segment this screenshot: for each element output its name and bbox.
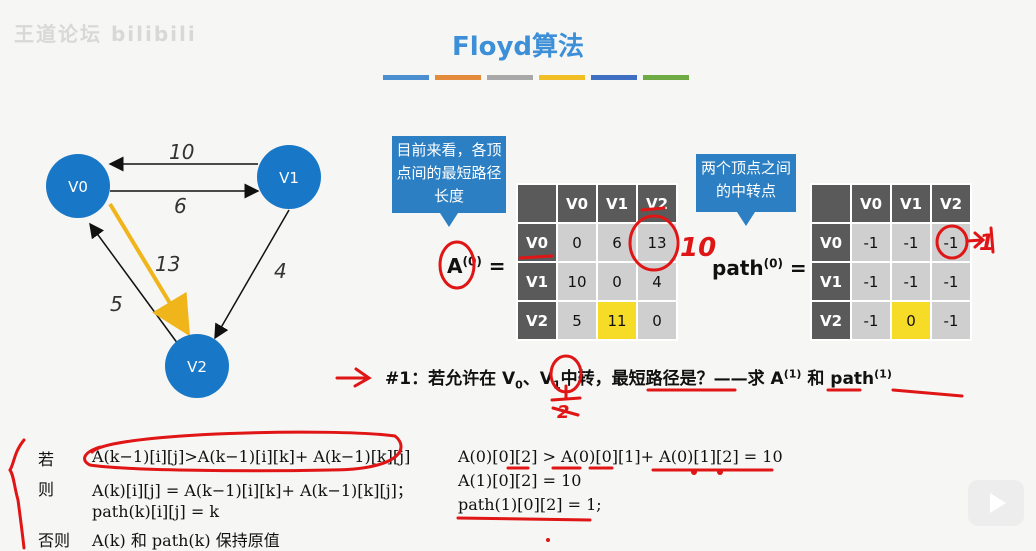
- play-icon[interactable]: [968, 480, 1024, 526]
- row-header: V0: [810, 222, 852, 263]
- slide-title: Floyd算法: [451, 32, 585, 62]
- matrix-cell-highlight: 0: [890, 300, 932, 341]
- color-bar-segment: [539, 75, 585, 80]
- calc-line-3: path(1)[0][2] = 1;: [458, 495, 602, 514]
- node-v0: [46, 154, 110, 218]
- matrix-cell: 0: [636, 300, 678, 341]
- rule-then-label: 则: [38, 480, 55, 499]
- row-header: V1: [810, 261, 852, 302]
- color-bar-segment: [643, 75, 689, 80]
- matrix-a-name: A(0) =: [447, 254, 506, 278]
- node-v2: [165, 334, 229, 398]
- rule-else-expr: A(k) 和 path(k) 保持原值: [92, 531, 280, 550]
- calc-line-2: A(1)[0][2] = 10: [458, 471, 582, 490]
- col-header: V2: [930, 183, 972, 224]
- matrix-cell: -1: [930, 261, 972, 302]
- matrix-cell: -1: [930, 222, 972, 263]
- edge-v1-v2: [214, 209, 290, 340]
- matrix-cell: -1: [850, 261, 892, 302]
- color-bar-segment: [435, 75, 481, 80]
- edge-label-10: 10: [169, 140, 194, 164]
- node-v1-label: V1: [279, 169, 299, 187]
- matrix-cell: -1: [850, 300, 892, 341]
- edge-v0-v2-highlight: [108, 202, 191, 337]
- matrix-path-name: path(0) =: [712, 256, 807, 280]
- col-header: V0: [850, 183, 892, 224]
- matrix-cell: 5: [556, 300, 598, 341]
- row-header: V0: [516, 222, 558, 263]
- col-header: V1: [890, 183, 932, 224]
- matrix-cell: 10: [556, 261, 598, 302]
- rule-else-label: 否则: [38, 531, 71, 550]
- matrix-cell-highlight: 11: [596, 300, 638, 341]
- row-header: V2: [810, 300, 852, 341]
- rule-if-expr: A(k−1)[i][j]>A(k−1)[i][k]+ A(k−1)[k][j]: [92, 447, 411, 466]
- edge-label-5: 5: [110, 292, 123, 316]
- matrix-cell: -1: [930, 300, 972, 341]
- watermark: 王道论坛 bilibili: [14, 22, 197, 46]
- matrix-cell: 13: [636, 222, 678, 263]
- matrix-cell: -1: [890, 261, 932, 302]
- color-bar: [383, 75, 689, 80]
- rule-then-expr-1: A(k)[i][j] = A(k−1)[i][k]+ A(k−1)[k][j]；: [92, 481, 413, 500]
- calc-line-1: A(0)[0][2] > A(0)[0][1]+ A(0)[1][2] = 10: [458, 447, 783, 466]
- matrix-corner: [810, 183, 852, 224]
- matrix-corner: [516, 183, 558, 224]
- rule-if-label: 若: [38, 450, 55, 469]
- callout-shortest-length: 目前来看，各顶点间的最短路径长度: [392, 136, 506, 227]
- color-bar-segment: [383, 75, 429, 80]
- matrix-cell: -1: [850, 222, 892, 263]
- matrix-cell: 4: [636, 261, 678, 302]
- matrix-cell: 0: [596, 261, 638, 302]
- col-header: V0: [556, 183, 598, 224]
- matrix-cell: -1: [890, 222, 932, 263]
- matrix-path: V0 V1 V2 V0 -1 -1 -1 V1 -1 -1 -1 V2 -1 0…: [810, 183, 972, 341]
- matrix-a: V0 V1 V2 V0 0 6 13 V1 10 0 4 V2 5 11 0: [516, 183, 678, 341]
- node-v2-label: V2: [187, 358, 207, 376]
- callout-transit-vertex: 两个顶点之间的中转点: [696, 154, 796, 226]
- node-v1: [257, 145, 321, 209]
- edge-label-13: 13: [155, 252, 180, 276]
- col-header: V2: [636, 183, 678, 224]
- col-header: V1: [596, 183, 638, 224]
- row-header: V2: [516, 300, 558, 341]
- step-question: #1：若允许在 V0、V1中转，最短路径是？——求 A(1) 和 path(1): [385, 367, 892, 392]
- row-header: V1: [516, 261, 558, 302]
- matrix-cell: 6: [596, 222, 638, 263]
- color-bar-segment: [487, 75, 533, 80]
- edge-label-4: 4: [274, 259, 287, 283]
- color-bar-segment: [591, 75, 637, 80]
- matrix-cell: 0: [556, 222, 598, 263]
- rule-then-expr-2: path(k)[i][j] = k: [92, 502, 220, 521]
- node-v0-label: V0: [68, 178, 88, 196]
- edge-label-6: 6: [174, 194, 187, 218]
